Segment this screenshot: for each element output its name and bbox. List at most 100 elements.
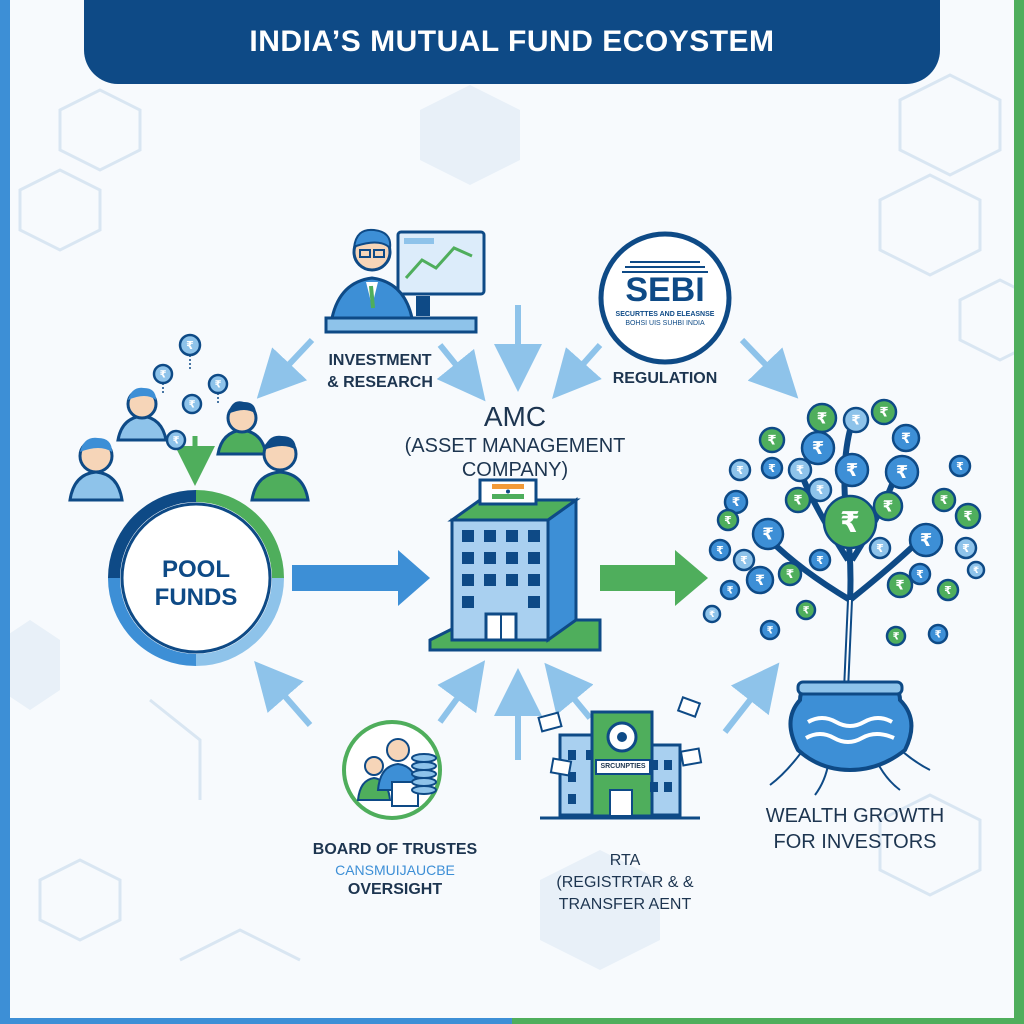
wealth-growth-label: WEALTH GROWTH FOR INVESTORS xyxy=(745,803,965,855)
rupee-coin-icon: ₹ xyxy=(807,477,833,503)
rupee-coin-icon: ₹ xyxy=(719,579,741,601)
trustees-line2: CANSMUIJAUCBE xyxy=(335,862,455,878)
svg-text:₹: ₹ xyxy=(724,514,732,527)
svg-text:₹: ₹ xyxy=(962,542,970,555)
sebi-subtitle-line2: BOHSI UIS SUHBI INDIA xyxy=(625,320,705,327)
wealth-line1: WEALTH GROWTH xyxy=(765,805,945,827)
amc-label: AMC (ASSET MANAGEMENT COMPANY) xyxy=(400,400,630,482)
svg-text:₹: ₹ xyxy=(215,379,222,390)
arrow-investment-to-investors xyxy=(256,337,315,399)
amc-subtitle-line1: (ASSET MANAGEMENT xyxy=(404,435,626,457)
arrow-trustees-to-amc xyxy=(437,660,486,724)
svg-text:₹: ₹ xyxy=(736,464,744,477)
trustees-badge-icon xyxy=(342,720,442,820)
rupee-coin-icon: ₹ xyxy=(728,458,752,482)
frame-left xyxy=(0,0,10,1024)
investor-figure xyxy=(216,401,268,456)
rupee-coin-icon: ₹ xyxy=(808,548,832,572)
rupee-coin-icon: ₹ xyxy=(732,548,756,572)
rta-line2: (REGISTRTAR & & xyxy=(556,874,694,891)
rupee-coin-icon: ₹ xyxy=(181,393,203,415)
rta-line3: TRANSFER AENT xyxy=(558,896,692,913)
svg-text:₹: ₹ xyxy=(944,584,952,597)
rupee-coin-icon: ₹ xyxy=(716,508,740,532)
investor-figure xyxy=(68,437,124,502)
frame-right xyxy=(1014,0,1024,1024)
rupee-coin-icon: ₹ xyxy=(870,398,898,426)
svg-text:₹: ₹ xyxy=(879,406,888,421)
sebi-subtitle-line1: SECURTTES AND ELEASNSE xyxy=(615,311,715,318)
investor-coin-layer: ₹ ₹ ₹ ₹ ₹ xyxy=(152,333,229,451)
rupee-coin-icon: ₹ xyxy=(884,454,920,490)
rupee-coin-icon: ₹ xyxy=(954,502,982,530)
svg-text:₹: ₹ xyxy=(189,399,196,410)
rupee-coin-icon: ₹ xyxy=(165,429,187,451)
svg-text:₹: ₹ xyxy=(963,510,972,525)
rupee-coin-icon: ₹ xyxy=(842,406,870,434)
rupee-coin-icon: ₹ xyxy=(702,604,722,624)
svg-text:₹: ₹ xyxy=(186,339,194,352)
funds-line: FUNDS xyxy=(154,584,238,611)
svg-text:₹: ₹ xyxy=(803,605,810,616)
svg-text:₹: ₹ xyxy=(816,483,824,497)
pool-funds-label: POOL FUNDS xyxy=(136,556,256,612)
rta-line1: RTA xyxy=(609,852,641,869)
coin-layer: ₹₹₹₹₹₹₹₹₹₹₹₹₹₹₹₹₹₹₹₹₹₹₹₹₹₹₹₹₹₹₹₹₹₹₹₹₹₹₹ xyxy=(702,398,986,647)
rupee-coin-icon: ₹ xyxy=(936,578,960,602)
svg-text:₹: ₹ xyxy=(732,495,740,509)
amc-building-icon xyxy=(428,478,602,652)
svg-text:₹: ₹ xyxy=(709,610,715,620)
rupee-coin-icon: ₹ xyxy=(948,454,972,478)
rupee-coin-icon: ₹ xyxy=(745,565,775,595)
svg-text:₹: ₹ xyxy=(768,462,776,475)
rupee-coin-icon: ₹ xyxy=(795,599,817,621)
rupee-coin-icon: ₹ xyxy=(760,456,784,480)
sebi-logo xyxy=(598,231,732,365)
svg-text:₹: ₹ xyxy=(727,585,734,596)
money-tree-icon xyxy=(767,429,933,796)
rupee-coin-icon: ₹ xyxy=(800,430,836,466)
svg-text:₹: ₹ xyxy=(160,369,167,380)
svg-text:₹: ₹ xyxy=(956,460,964,473)
board-of-trustees-label: BOARD OF TRUSTES CANSMUIJAUCBE OVERSIGHT xyxy=(295,840,495,900)
svg-text:₹: ₹ xyxy=(767,434,776,449)
amc-subtitle-line2: COMPANY) xyxy=(461,459,569,481)
rupee-coin-icon: ₹ xyxy=(758,426,786,454)
svg-text:₹: ₹ xyxy=(716,544,724,557)
rupee-coin-icon: ₹ xyxy=(806,402,838,434)
rupee-coin-icon: ₹ xyxy=(787,457,813,483)
flow-arrows xyxy=(254,305,799,760)
svg-text:₹: ₹ xyxy=(916,568,924,581)
sebi-wordmark: SEBI xyxy=(625,271,705,309)
rupee-coin-icon: ₹ xyxy=(885,625,907,647)
svg-text:₹: ₹ xyxy=(846,461,858,481)
svg-text:₹: ₹ xyxy=(796,463,804,477)
pool-line: POOL xyxy=(161,556,230,583)
svg-text:₹: ₹ xyxy=(876,542,884,555)
trustees-line1: BOARD OF TRUSTES xyxy=(312,841,478,858)
svg-text:₹: ₹ xyxy=(883,497,894,515)
arrow-trustees-to-pool xyxy=(254,660,313,727)
svg-text:₹: ₹ xyxy=(920,531,932,551)
regulation-label: REGULATION xyxy=(612,370,718,387)
rta-sign-text: SRCUNPTIES xyxy=(600,763,646,770)
rupee-coin-icon: ₹ xyxy=(207,373,229,403)
investor-figure xyxy=(116,387,168,442)
svg-text:₹: ₹ xyxy=(762,525,773,544)
svg-text:₹: ₹ xyxy=(840,505,860,539)
svg-text:₹: ₹ xyxy=(786,567,794,581)
rta-label: RTA (REGISTRTAR & & TRANSFER AENT xyxy=(535,850,715,916)
rupee-coin-icon: ₹ xyxy=(927,623,949,645)
svg-text:₹: ₹ xyxy=(816,554,824,567)
investor-figure xyxy=(250,435,310,502)
rupee-coin-icon: ₹ xyxy=(834,452,870,488)
rupee-coin-icon: ₹ xyxy=(178,333,202,369)
arrow-amc-to-wealth xyxy=(600,550,708,606)
rupee-coin-icon: ₹ xyxy=(723,489,749,515)
svg-text:₹: ₹ xyxy=(940,493,948,507)
rupee-coin-icon: ₹ xyxy=(931,487,957,513)
wealth-line2: FOR INVESTORS xyxy=(773,831,937,853)
svg-text:₹: ₹ xyxy=(755,573,765,589)
